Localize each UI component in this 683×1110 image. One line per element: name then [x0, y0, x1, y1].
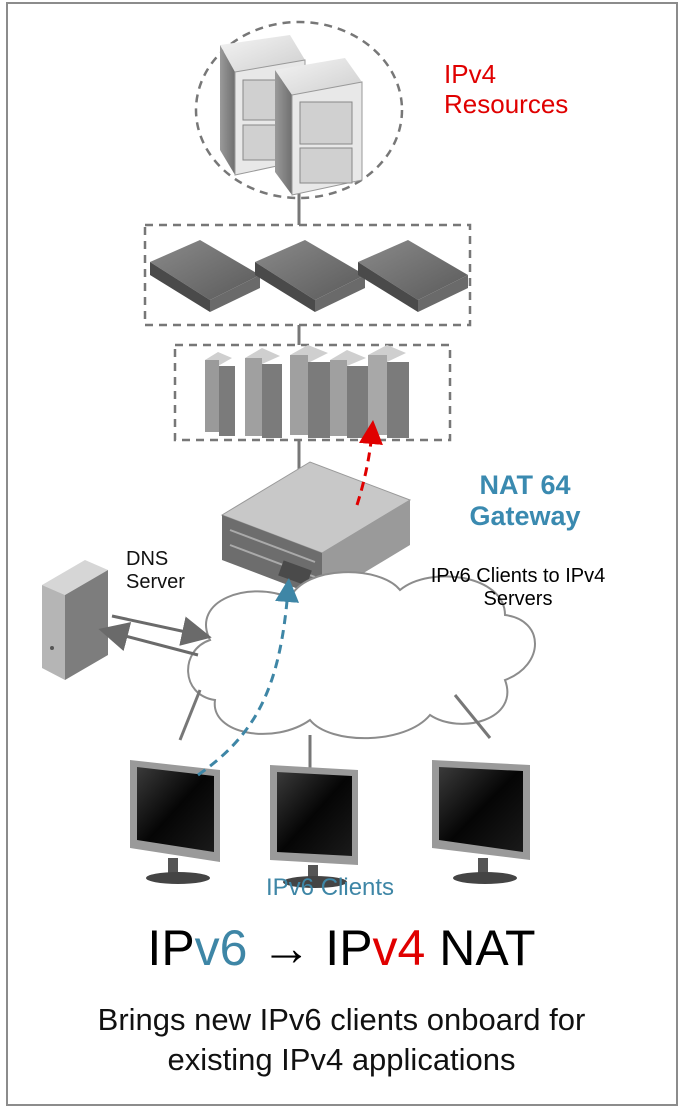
headline-v6: v6 — [194, 920, 248, 976]
network-cloud-icon — [187, 571, 536, 740]
dns-response-arrow — [98, 622, 199, 657]
headline-v4: v4 — [372, 920, 426, 976]
dns-server-icon — [42, 560, 108, 680]
dns-line1: DNS — [126, 548, 169, 570]
tower-server-icon — [205, 352, 235, 436]
subtitle-line2: existing IPv4 applications — [167, 1042, 516, 1078]
nat-gateway-line1: NAT 64 — [479, 470, 571, 500]
switch-group — [143, 223, 472, 327]
link-line — [453, 694, 492, 739]
dns-server-label: DNS Server — [126, 548, 185, 594]
client-monitor-icon — [432, 760, 530, 884]
network-switch-icon — [150, 240, 260, 312]
client-monitor-icon — [130, 760, 220, 884]
server-group — [173, 343, 452, 442]
tower-server-icon — [330, 350, 368, 438]
tower-server-icon — [290, 345, 330, 438]
ipv6-to-ipv4-line2: Servers — [483, 588, 553, 610]
dns-line2: Server — [126, 571, 185, 593]
tower-server-icon — [245, 348, 282, 438]
subtitle: Brings new IPv6 clients onboard for exis… — [20, 1000, 663, 1081]
ipv4-resources-line2: Resources — [444, 88, 569, 119]
ipv6-to-ipv4-label: IPv6 Clients to IPv4 Servers — [418, 565, 618, 611]
dns-query-arrow — [111, 614, 212, 646]
headline-ip-a: IP — [147, 920, 195, 976]
server-rack-icon — [275, 58, 363, 196]
client-monitor-icon — [270, 765, 358, 888]
headline-nat: NAT — [439, 920, 536, 976]
network-switch-icon — [358, 240, 468, 312]
ipv6-flow-arrow — [197, 578, 300, 777]
tower-server-icon — [368, 345, 409, 438]
headline-arrow: → — [261, 920, 312, 976]
ipv4-resources-line1: IPv4 — [444, 59, 497, 89]
ipv4-resources-cluster — [194, 20, 404, 200]
headline: IPv6 → IPv4 NAT — [0, 920, 683, 978]
ipv6-clients-label: IPv6 Clients — [266, 874, 395, 901]
ipv4-resources-label: IPv4 Resources — [444, 59, 569, 120]
ipv6-to-ipv4-line1: IPv6 Clients to IPv4 — [430, 565, 606, 587]
link-line — [178, 689, 202, 741]
ipv4-flow-arrow — [355, 420, 383, 506]
nat-gateway-line2: Gateway — [469, 501, 581, 532]
subtitle-line1: Brings new IPv6 clients onboard for — [97, 1002, 586, 1037]
network-switch-icon — [255, 240, 365, 312]
headline-ip-b: IP — [325, 920, 373, 976]
nat-gateway-label: NAT 64 Gateway — [460, 470, 590, 532]
